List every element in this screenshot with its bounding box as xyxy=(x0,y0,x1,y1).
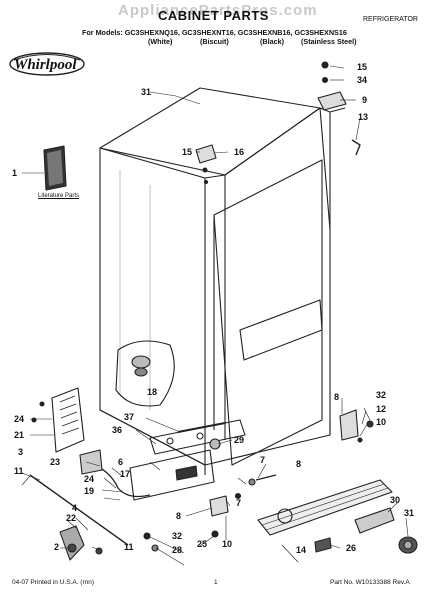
footer-part-number: Part No. W10133388 Rev.A xyxy=(330,579,410,586)
callout-9: 9 xyxy=(362,95,368,105)
callout-22: 22 xyxy=(66,513,77,523)
callout-17: 17 xyxy=(120,469,131,479)
callout-37: 37 xyxy=(124,412,135,422)
callout-23: 23 xyxy=(50,457,61,467)
callout-29: 28 xyxy=(172,545,183,555)
callout-24-top: 24 xyxy=(14,414,25,424)
callout-31: 31 xyxy=(141,87,152,97)
callout-36: 36 xyxy=(112,425,123,435)
callout-28: 30 xyxy=(390,495,401,505)
callout-2: 2 xyxy=(54,542,60,552)
callout-26: 26 xyxy=(346,543,357,553)
callout-24-low: 24 xyxy=(84,474,95,484)
callout-19: 19 xyxy=(84,486,95,496)
callout-34: 32 xyxy=(376,390,387,400)
callout-30: 31 xyxy=(404,508,415,518)
models-line: For Models: GC3SHEXNQ16, GC3SHEXNT16, GC… xyxy=(82,28,347,37)
callout-25: 25 xyxy=(197,539,208,549)
callout-8-right: 8 xyxy=(334,392,340,402)
logo-swirl-icon xyxy=(9,52,85,76)
callout-15-top: 15 xyxy=(182,147,193,157)
callout-7-a: 7 xyxy=(260,455,266,465)
page-title: CABINET PARTS xyxy=(158,8,269,23)
callout-18: 18 xyxy=(147,387,158,397)
callout-8-left: 8 xyxy=(176,511,182,521)
category-label: REFRIGERATOR xyxy=(363,16,418,23)
literature-parts-label: Literature Parts xyxy=(38,193,80,199)
color-stainless: (Stainless Steel) xyxy=(301,37,357,46)
callout-10-low: 10 xyxy=(222,539,233,549)
callout-11-left: 11 xyxy=(14,466,24,476)
callout-7-b: 8 xyxy=(296,459,302,469)
callout-14: 14 xyxy=(296,545,307,555)
color-white: (White) xyxy=(148,37,173,46)
callout-16: 16 xyxy=(234,147,245,157)
callout-13: 13 xyxy=(358,112,369,122)
callout-10-right: 10 xyxy=(376,417,387,427)
logo-text: Whirlpool xyxy=(14,57,77,73)
color-biscuit: (Biscuit) xyxy=(200,37,229,46)
callout-15-right: 15 xyxy=(357,62,368,72)
callout-4: 4 xyxy=(72,503,78,513)
callout-3: 3 xyxy=(18,447,24,457)
callout-21: 21 xyxy=(14,430,25,440)
footer-page-number: 1 xyxy=(214,579,218,586)
watermark: AppliancePartsPros.com xyxy=(118,2,318,19)
callout-12: 12 xyxy=(376,404,387,414)
callout-11-low: 11 xyxy=(124,542,134,552)
callout-5: 6 xyxy=(118,457,124,467)
color-black: (Black) xyxy=(260,37,284,46)
callout-32: 32 xyxy=(172,531,183,541)
callout-1: 1 xyxy=(12,168,18,178)
callout-35: 34 xyxy=(357,75,368,85)
callout-27: 29 xyxy=(234,435,245,445)
whirlpool-logo: Whirlpool xyxy=(8,51,86,77)
callout-6: 7 xyxy=(236,498,242,508)
footer-print-info: 04-07 Printed in U.S.A. (rnn) xyxy=(12,579,95,586)
